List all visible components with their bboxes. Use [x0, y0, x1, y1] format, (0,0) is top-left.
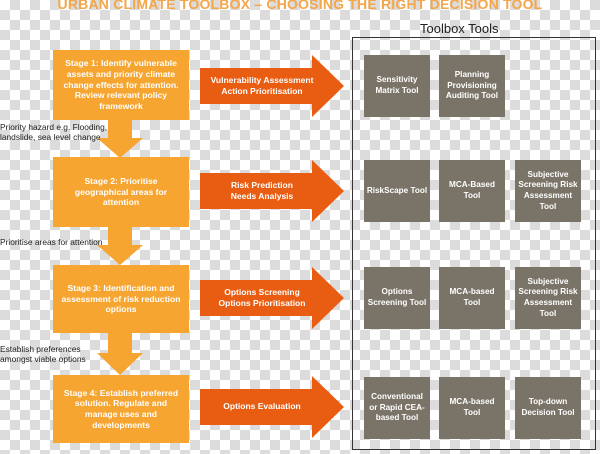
tool-mca-based: MCA-based Tool — [439, 267, 505, 329]
tool-cea-based: Conventional or Rapid CEA-based Tool — [364, 377, 430, 439]
tool-riskscape: RiskScape Tool — [364, 160, 430, 222]
action-label: Needs Analysis — [230, 191, 294, 201]
tool-top-down-decision: Top-down Decision Tool — [515, 377, 581, 439]
annotation-2: Prioritise areas for attention — [0, 237, 103, 247]
action-label: Action Prioritisation — [221, 86, 303, 96]
action-arrow-2: Risk Prediction Needs Analysis — [200, 160, 344, 222]
tool-mca-based: MCA-based Tool — [439, 377, 505, 439]
tool-options-screening: Options Screening Tool — [364, 267, 430, 329]
action-arrow-3: Options Screening Options Prioritisation — [200, 267, 344, 329]
action-arrow-4: Options Evaluation — [200, 376, 344, 438]
stage-4-box: Stage 4: Establish preferred solution. R… — [53, 375, 189, 443]
annotation-1: Priority hazard e.g. Flooding, landslide… — [0, 122, 108, 143]
tool-mca-based: MCA-Based Tool — [439, 160, 505, 222]
action-arrow-1: Vulnerability Assessment Action Prioriti… — [200, 55, 344, 117]
stage-3-box: Stage 3: Identification and assessment o… — [53, 265, 189, 333]
down-arrow-1 — [97, 120, 143, 158]
toolbox-title: Toolbox Tools — [420, 21, 499, 36]
tool-planning-provisioning-auditing: Planning Provisioning Auditing Tool — [439, 55, 505, 117]
down-arrow-3 — [97, 333, 143, 375]
action-label: Options Screening — [224, 286, 300, 297]
stage-1-box: Stage 1: Identify vulnerable assets and … — [53, 50, 189, 120]
toolbox-frame — [352, 37, 596, 450]
down-arrow-2 — [97, 227, 143, 265]
stage-2-box: Stage 2: Prioritise geographical areas f… — [53, 157, 189, 227]
annotation-3: Establish preferences amongst viable opt… — [0, 344, 86, 365]
action-label: Risk Prediction — [231, 179, 293, 190]
tool-sensitivity-matrix: Sensitivity Matrix Tool — [364, 55, 430, 117]
tool-subjective-screening: Subjective Screening Risk Assessment Too… — [515, 160, 581, 222]
tool-subjective-screening: Subjective Screening Risk Assessment Too… — [515, 267, 581, 329]
action-label: Options Prioritisation — [218, 298, 306, 308]
diagram-title: URBAN CLIMATE TOOLBOX – CHOOSING THE RIG… — [57, 0, 543, 12]
action-label: Options Evaluation — [223, 401, 301, 412]
action-label: Vulnerability Assessment — [210, 74, 314, 85]
